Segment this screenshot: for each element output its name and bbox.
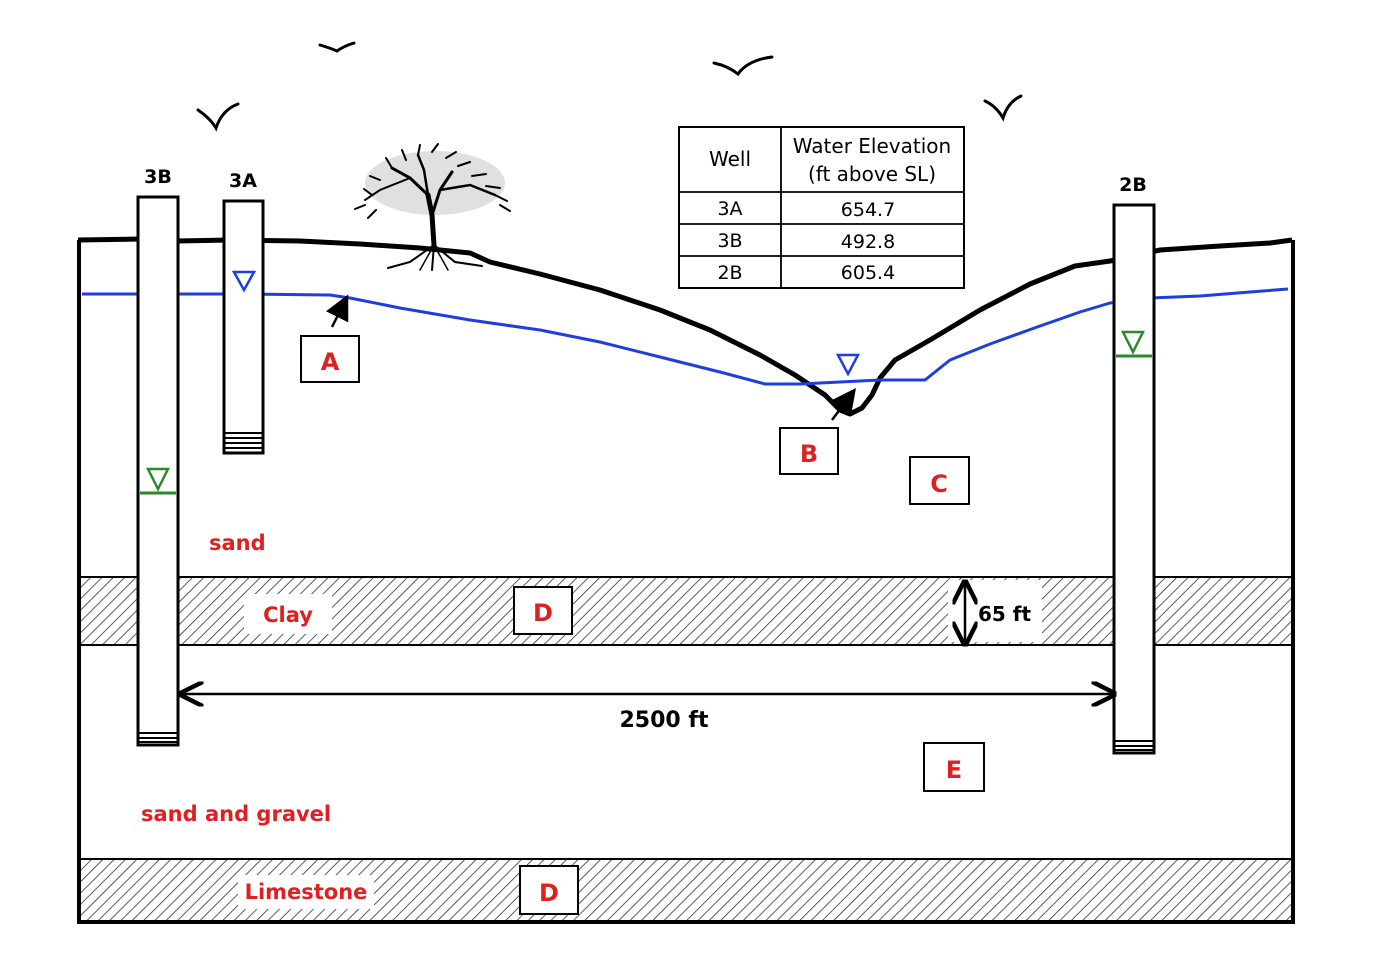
- water-level-icon: [145, 467, 171, 492]
- bird-icon: [196, 102, 240, 132]
- table-row-well: 2B: [717, 262, 742, 284]
- svg-text:D: D: [539, 879, 559, 907]
- label-a: A: [300, 335, 360, 383]
- label-d-clay: D: [513, 586, 573, 635]
- arrow-a-icon: [325, 294, 349, 328]
- bird-icon: [712, 55, 774, 77]
- clay-thickness-label: 65 ft: [978, 602, 1031, 626]
- well-3a: 3A: [222, 170, 265, 455]
- label-d-limestone: D: [519, 865, 579, 915]
- sand-gravel-label: sand and gravel: [141, 802, 331, 826]
- water-elevation-table: Well Water Elevation (ft above SL) 3A 65…: [678, 126, 965, 289]
- water-level-icon: [231, 270, 257, 293]
- well-distance-label: 2500 ft: [620, 708, 709, 733]
- bird-icon: [983, 94, 1023, 122]
- label-e: E: [923, 742, 985, 792]
- table-row-elevation: 492.8: [841, 231, 895, 253]
- water-level-icon: [835, 353, 861, 377]
- table-row-well: 3B: [717, 230, 742, 252]
- label-b: B: [779, 427, 839, 475]
- water-table: [82, 287, 1289, 386]
- arrow-b-icon: [831, 388, 856, 421]
- table-row-elevation: 605.4: [841, 262, 895, 284]
- table-row-elevation: 654.7: [841, 199, 895, 221]
- birds: [196, 41, 1023, 132]
- water-level-icon: [1120, 330, 1146, 355]
- limestone-label: Limestone: [245, 880, 368, 904]
- well-3a-label: 3A: [229, 170, 257, 192]
- well-3b-label: 3B: [144, 166, 172, 188]
- well-3b: 3B: [136, 166, 180, 747]
- svg-text:D: D: [533, 599, 553, 627]
- clay-label: Clay: [263, 603, 313, 627]
- bird-icon: [318, 41, 356, 53]
- tree-icon: [354, 143, 511, 271]
- svg-text:E: E: [946, 756, 962, 784]
- table-header-elevation: Water Elevation: [793, 134, 951, 158]
- table-header-elevation-unit: (ft above SL): [808, 162, 936, 186]
- table-header-well: Well: [709, 147, 751, 171]
- well-2b-label: 2B: [1119, 174, 1147, 196]
- label-c: C: [909, 456, 970, 505]
- sand-label: sand: [209, 531, 266, 555]
- section-frame: [77, 240, 1295, 924]
- svg-text:C: C: [930, 470, 948, 498]
- table-row-well: 3A: [717, 198, 742, 220]
- svg-text:B: B: [800, 440, 818, 468]
- well-2b: 2B: [1112, 174, 1156, 755]
- svg-text:A: A: [321, 348, 340, 376]
- ground-surface: [77, 236, 1293, 417]
